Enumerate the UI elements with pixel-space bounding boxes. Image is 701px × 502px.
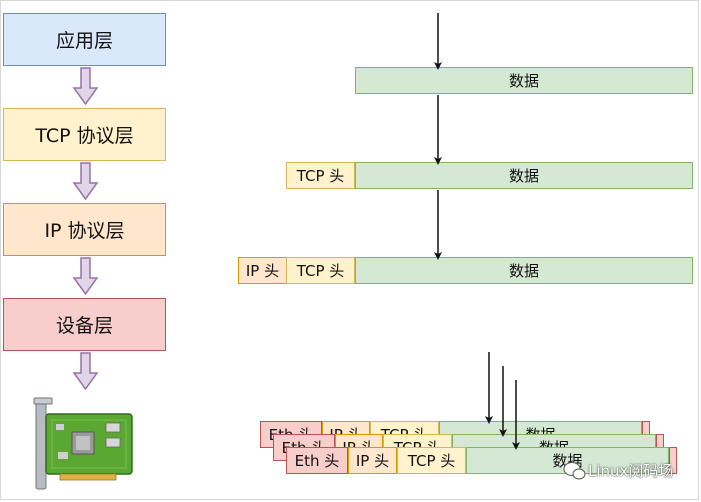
watermark: Linux阅码场 — [588, 460, 673, 481]
packet2-data: 数据 — [355, 162, 693, 189]
layer-device: 设备层 — [3, 298, 166, 351]
frame-front-eth-header: Eth 头 — [286, 447, 348, 474]
layer-application: 应用层 — [3, 13, 166, 66]
packet3-ip-header-label: IP 头 — [245, 262, 280, 280]
packet2-tcp-header-label: TCP 头 — [296, 167, 345, 185]
packet3-data: 数据 — [355, 257, 693, 284]
frame-front-tcp-header: TCP 头 — [397, 447, 466, 474]
watermark-text: Linux阅码场 — [588, 462, 674, 480]
layer-tcp: TCP 协议层 — [3, 108, 166, 161]
layer-device-label: 设备层 — [55, 315, 113, 337]
layer-ip: IP 协议层 — [3, 203, 166, 256]
packet1-data-label: 数据 — [508, 72, 539, 90]
frame-front-tcp-header-label: TCP 头 — [407, 452, 456, 470]
packet3-tcp-header-label: TCP 头 — [296, 262, 345, 280]
packet2-data-label: 数据 — [508, 167, 539, 185]
packet3-tcp-header: TCP 头 — [286, 257, 355, 284]
packet1-data: 数据 — [355, 67, 693, 94]
packet3-ip-header: IP 头 — [238, 257, 287, 284]
frame-front-eth-header-label: Eth 头 — [294, 452, 340, 470]
frame-front-ip-header-label: IP 头 — [355, 452, 390, 470]
layer-ip-label: IP 协议层 — [44, 220, 125, 242]
layer-tcp-label: TCP 协议层 — [35, 125, 134, 147]
frame-front-trailer — [669, 447, 677, 474]
packet3-data-label: 数据 — [508, 262, 539, 280]
packet2-tcp-header: TCP 头 — [286, 162, 355, 189]
frame-front-ip-header: IP 头 — [348, 447, 397, 474]
layer-application-label: 应用层 — [55, 30, 113, 52]
frame-front-data-label: 数据 — [552, 452, 583, 470]
